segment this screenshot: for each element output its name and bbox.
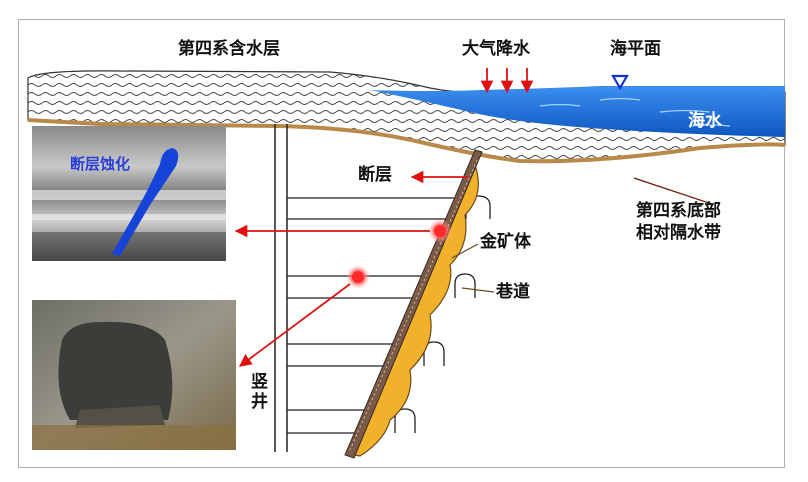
label-quaternary-bottom-line1: 第四系底部 <box>636 201 721 221</box>
arrow-to-roadway-photo <box>238 283 351 367</box>
roadway-pointer <box>461 287 495 293</box>
label-quaternary-aquifer: 第四系含水层 <box>178 39 280 59</box>
sea-wave-lines <box>539 97 731 127</box>
bottom-line-pointer <box>633 177 713 205</box>
quaternary-bottom-line <box>27 118 786 164</box>
label-ore-body: 金矿体 <box>480 232 531 252</box>
roadway-rock-photo <box>32 300 236 450</box>
label-quaternary-bottom: 第四系底部 相对隔水带 <box>636 200 721 244</box>
label-shaft: 竖井 <box>251 372 268 412</box>
fault-alteration-photo <box>32 126 226 261</box>
label-sea-water: 海水 <box>688 111 722 131</box>
sea-water-body <box>370 86 785 137</box>
label-fault-alteration: 断层蚀化 <box>70 155 131 173</box>
label-precipitation: 大气降水 <box>462 39 530 59</box>
precipitation-arrows <box>480 68 534 94</box>
label-quaternary-bottom-line2: 相对隔水带 <box>636 223 721 243</box>
label-fault: 断层 <box>358 165 392 185</box>
ore-body-pointer <box>451 243 479 259</box>
glow-point-upper-core <box>434 225 446 237</box>
sea-level-marker <box>611 74 629 91</box>
label-roadway: 巷道 <box>496 282 530 302</box>
glow-point-lower-core <box>352 271 364 283</box>
label-sea-level: 海平面 <box>610 39 661 59</box>
